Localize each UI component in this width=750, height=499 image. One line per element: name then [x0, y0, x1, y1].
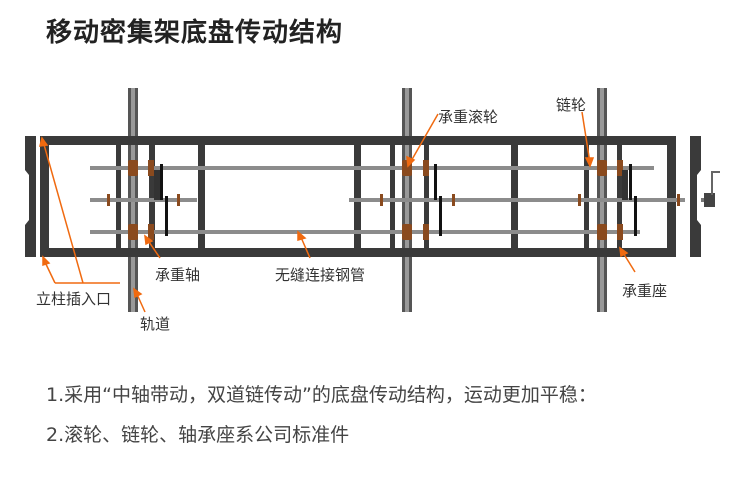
label-bearing-shaft: 承重轴: [155, 266, 201, 284]
label-sprocket: 链轮: [556, 96, 587, 114]
callout-arrows: [39, 111, 636, 313]
label-track: 轨道: [140, 315, 171, 333]
chains: [154, 164, 637, 236]
right-end-plate: [690, 136, 701, 257]
page-title: 移动密集架底盘传动结构: [46, 18, 344, 48]
frame: [25, 136, 701, 257]
crank-handle-icon: [701, 171, 720, 207]
label-seamless-pipe: 无缝连接钢管: [275, 266, 366, 284]
label-column-socket: 立柱插入口: [36, 290, 112, 308]
note-2: 2.滚轮、链轮、轴承座系公司标准件: [46, 424, 350, 446]
label-bearing-roller: 承重滚轮: [438, 108, 499, 126]
label-bearing-seat: 承重座: [622, 282, 668, 300]
left-end-plate: [25, 136, 36, 257]
note-1: 1.采用“中轴带动，双道链传动”的底盘传动结构，运动更加平稳：: [46, 384, 597, 406]
shafts: [90, 166, 685, 234]
